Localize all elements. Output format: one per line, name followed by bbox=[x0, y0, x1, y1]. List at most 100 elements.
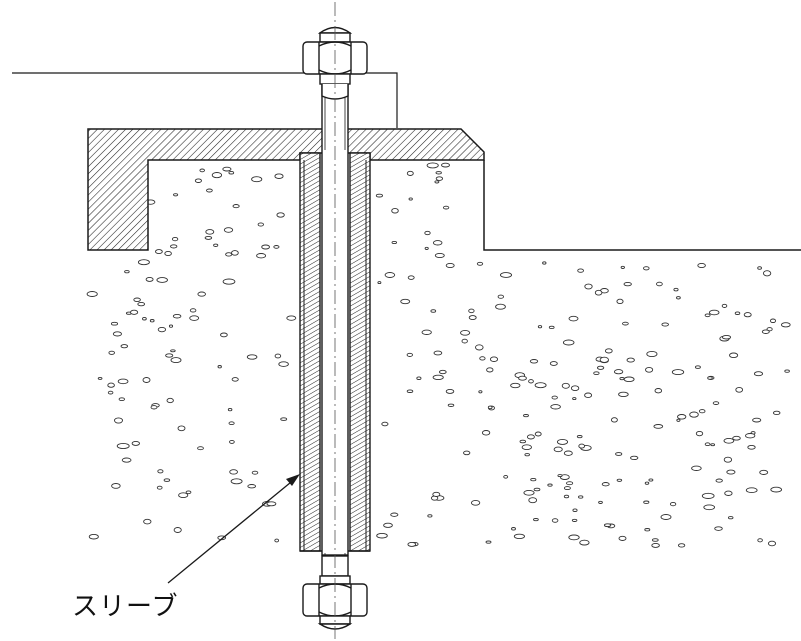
aggregate-dot bbox=[529, 359, 539, 364]
aggregate-dot bbox=[757, 538, 763, 543]
aggregate-dot bbox=[157, 326, 167, 333]
aggregate-dot bbox=[432, 491, 441, 497]
top-slab-hatched bbox=[87, 128, 485, 251]
aggregate-dot bbox=[149, 319, 155, 323]
aggregate-dot bbox=[726, 469, 736, 475]
aggregate-dot bbox=[721, 334, 732, 340]
aggregate-dot bbox=[86, 291, 98, 297]
aggregate-dot bbox=[189, 315, 200, 321]
aggregate-dot bbox=[121, 457, 132, 463]
aggregate-dot bbox=[743, 312, 752, 318]
aggregate-dot bbox=[676, 418, 681, 422]
aggregate-dot bbox=[421, 329, 432, 335]
aggregate-dot bbox=[231, 377, 239, 382]
aggregate-dot bbox=[225, 252, 233, 257]
aggregate-dot bbox=[660, 514, 672, 520]
aggregate-dot bbox=[165, 353, 174, 358]
aggregate-dot bbox=[107, 382, 115, 388]
aggregate-dot bbox=[280, 417, 288, 421]
aggregate-dot bbox=[601, 482, 610, 487]
aggregate-dot bbox=[521, 444, 532, 451]
aggregate-dot bbox=[438, 369, 447, 375]
sleeve-right-wall bbox=[349, 152, 371, 552]
aggregate-dot bbox=[155, 249, 163, 255]
aggregate-dot bbox=[712, 401, 720, 405]
aggregate-dot bbox=[416, 376, 422, 380]
sleeve-leader-arrow bbox=[167, 474, 300, 584]
aggregate-dot bbox=[503, 474, 509, 479]
aggregate-dot bbox=[767, 540, 777, 547]
aggregate-dot bbox=[671, 369, 685, 376]
aggregate-dot bbox=[434, 252, 445, 259]
aggregate-dot bbox=[526, 434, 535, 440]
aggregate-dot bbox=[568, 315, 579, 322]
aggregate-dot bbox=[217, 365, 222, 369]
aggregate-dot bbox=[441, 162, 450, 168]
aggregate-dot bbox=[232, 204, 240, 209]
aggregate-dot bbox=[110, 321, 119, 326]
aggregate-dot bbox=[274, 538, 280, 543]
aggregate-dot bbox=[197, 446, 204, 451]
aggregate-dot bbox=[561, 382, 570, 389]
aggregate-dot bbox=[691, 465, 702, 471]
aggregate-dot bbox=[721, 303, 728, 308]
aggregate-dot bbox=[511, 527, 516, 531]
aggregate-dot bbox=[566, 481, 574, 486]
aggregate-dot bbox=[727, 516, 734, 520]
aggregate-dot bbox=[645, 366, 654, 373]
aggregate-dot bbox=[623, 281, 632, 287]
aggregate-dot bbox=[124, 270, 130, 274]
aggregate-dot bbox=[463, 450, 471, 456]
aggregate-dot bbox=[753, 371, 764, 377]
aggregate-dot bbox=[610, 417, 618, 423]
aggregate-dot bbox=[603, 523, 612, 528]
aggregate-dot bbox=[510, 382, 521, 389]
aggregate-dot bbox=[654, 388, 663, 394]
aggregate-dot bbox=[88, 533, 99, 540]
aggregate-dot bbox=[524, 453, 530, 457]
aggregate-dot bbox=[223, 227, 234, 233]
aggregate-dot bbox=[266, 501, 277, 507]
aggregate-dot bbox=[213, 243, 219, 247]
concrete-aggregate bbox=[86, 162, 791, 548]
aggregate-dot bbox=[163, 478, 171, 482]
aggregate-dot bbox=[171, 236, 179, 242]
aggregate-dot bbox=[676, 296, 681, 300]
aggregate-dot bbox=[723, 437, 735, 444]
aggregate-dot bbox=[651, 542, 660, 548]
aggregate-dot bbox=[562, 339, 575, 346]
aggregate-dot bbox=[489, 356, 499, 362]
aggregate-dot bbox=[598, 500, 603, 504]
aggregate-dot bbox=[406, 352, 413, 357]
aggregate-dot bbox=[247, 484, 257, 489]
aggregate-dot bbox=[199, 168, 205, 173]
aggregate-dot bbox=[274, 173, 284, 179]
aggregate-dot bbox=[170, 349, 176, 353]
aggregate-dot bbox=[556, 438, 569, 445]
aggregate-dot bbox=[120, 344, 129, 349]
aggregate-dot bbox=[434, 180, 440, 184]
aggregate-dot bbox=[708, 309, 720, 316]
aggregate-dot bbox=[534, 431, 542, 437]
aggregate-dot bbox=[584, 392, 593, 399]
aggregate-dot bbox=[618, 535, 627, 541]
aggregate-dot bbox=[563, 494, 570, 499]
aggregate-dot bbox=[530, 477, 537, 482]
aggregate-dot bbox=[523, 489, 535, 496]
aggregate-dot bbox=[145, 276, 154, 282]
aggregate-dot bbox=[694, 365, 701, 369]
aggregate-dot bbox=[391, 240, 398, 245]
aggregate-dot bbox=[229, 439, 235, 444]
aggregate-dot bbox=[116, 442, 130, 450]
aggregate-dot bbox=[651, 538, 659, 542]
aggregate-dot bbox=[644, 528, 651, 532]
aggregate-dot bbox=[220, 332, 228, 338]
aggregate-dot bbox=[194, 178, 202, 183]
aggregate-dot bbox=[168, 324, 174, 328]
aggregate-dot bbox=[407, 541, 417, 547]
aggregate-dot bbox=[230, 478, 243, 485]
aggregate-dot bbox=[117, 378, 129, 385]
aggregate-dot bbox=[166, 397, 174, 404]
aggregate-dot bbox=[626, 357, 635, 363]
aggregate-dot bbox=[495, 303, 506, 310]
